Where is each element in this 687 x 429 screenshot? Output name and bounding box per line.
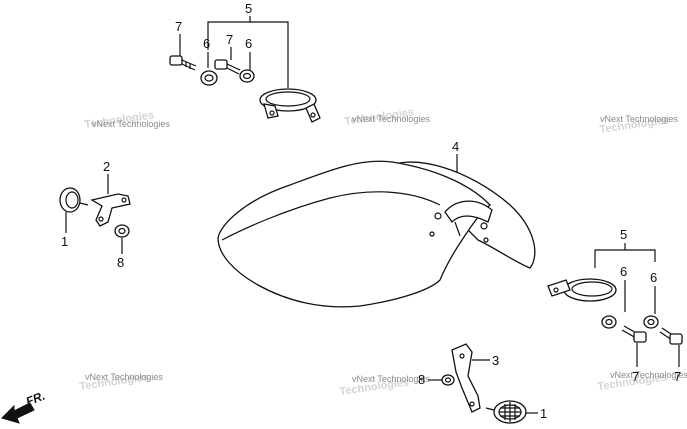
callout-2: 2 — [103, 159, 110, 174]
left-reflector-group: 2 1 8 — [59, 159, 131, 270]
watermark-text: vNext Technologies — [352, 114, 430, 124]
fork-clamp-icon — [259, 88, 321, 123]
callout-7-top-mid: 7 — [226, 32, 233, 47]
watermark-text: vNext Technologies — [352, 374, 430, 384]
nut-icon — [441, 374, 455, 386]
reflector-bracket-icon — [451, 343, 481, 413]
bottom-reflector-group: 3 8 1 — [418, 343, 547, 424]
bolt-icon — [214, 59, 241, 75]
bolt-icon — [621, 325, 647, 343]
bolt-icon — [169, 55, 197, 71]
callout-8-bottom: 8 — [418, 372, 425, 387]
callout-3: 3 — [492, 353, 499, 368]
callout-6-top-a: 6 — [203, 36, 210, 51]
right-hardware-group: 5 6 6 — [547, 227, 683, 384]
callout-7-right-b: 7 — [674, 369, 681, 384]
callout-1-bottom: 1 — [540, 406, 547, 421]
fork-clamp-icon — [547, 278, 617, 302]
nut-icon — [239, 69, 255, 83]
callout-6-top-b: 6 — [245, 36, 252, 51]
reflector-bracket-icon — [90, 193, 131, 227]
front-direction-indicator: FR. — [1, 389, 47, 424]
nut-icon — [114, 224, 130, 238]
watermark-text: vNext Technologies — [85, 372, 163, 382]
watermark-text: vNext Technologies — [92, 119, 170, 129]
reflector-icon — [59, 187, 89, 213]
nut-icon — [601, 315, 617, 329]
direction-label: FR. — [24, 389, 47, 409]
callout-5-top: 5 — [245, 1, 252, 16]
watermark-text: vNext Technologies — [610, 370, 687, 380]
bolt-icon — [659, 327, 683, 345]
top-hardware-group: 5 6 7 7 6 — [169, 1, 321, 123]
watermark-text: vNext Technologies — [600, 114, 678, 124]
callout-1-left: 1 — [61, 234, 68, 249]
callout-5-right: 5 — [620, 227, 627, 242]
callout-7-right-a: 7 — [632, 369, 639, 384]
callout-6-right-b: 6 — [650, 270, 657, 285]
callout-6-right-a: 6 — [620, 264, 627, 279]
nut-icon — [643, 315, 659, 329]
reflector-icon — [485, 400, 527, 424]
callout-8-left: 8 — [117, 255, 124, 270]
callout-7-top: 7 — [175, 19, 182, 34]
nut-icon — [200, 70, 218, 86]
arrow-left-icon — [1, 402, 35, 424]
callout-4: 4 — [452, 139, 459, 154]
front-fender: 4 — [217, 139, 536, 308]
